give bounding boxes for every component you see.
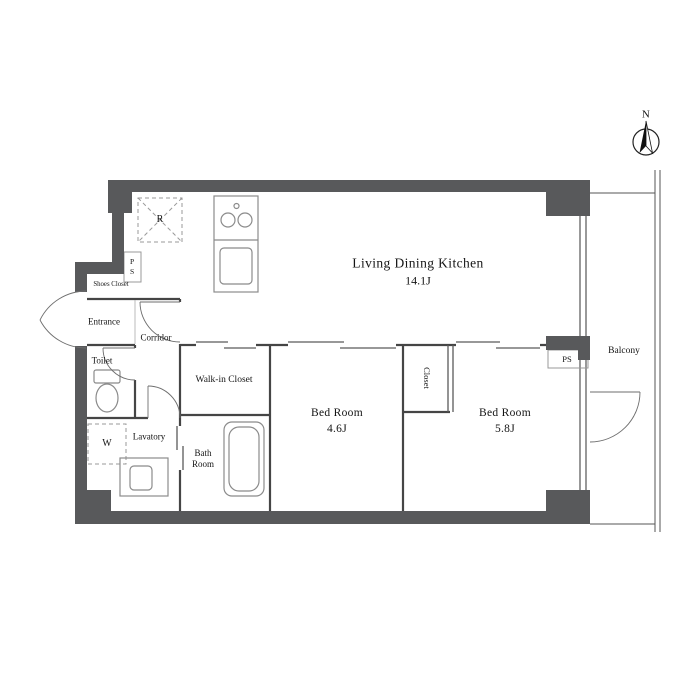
entrance-door-swing [39, 290, 87, 349]
closet-label: Closet [422, 367, 433, 389]
sink-icon [219, 247, 253, 285]
bathtub-fixture [223, 421, 265, 497]
lavatory-label: Lavatory [132, 431, 166, 442]
window-lines [579, 216, 587, 490]
refrigerator-label: R [156, 213, 164, 225]
washer-label: W [102, 437, 112, 449]
vanity-fixture [119, 457, 169, 497]
ldk-size-label: 14.1J [405, 273, 431, 288]
entrance-label: Entrance [88, 316, 120, 327]
sliding-door-lines [176, 341, 540, 470]
bedroom-a-label: Bed Room [311, 406, 363, 419]
kitchen-counter [213, 195, 259, 293]
ldk-label: Living Dining Kitchen [352, 255, 484, 271]
walk-in-closet-label: Walk-in Closet [195, 375, 253, 386]
lavatory-door-swing [147, 385, 181, 419]
bedroom-b-label-group: Bed Room 5.8J [479, 406, 531, 436]
balcony-door-swing [589, 391, 641, 443]
corridor-door-swing [139, 301, 181, 343]
toilet-label: Toilet [91, 355, 113, 366]
washing-machine-space [87, 423, 127, 465]
corridor-label: Corridor [140, 332, 172, 343]
shoes-closet-label: Shoes Closet [93, 280, 129, 288]
compass [632, 120, 660, 156]
bedroom-a-label-group: Bed Room 4.6J [311, 406, 363, 436]
bath-room-label: Bath Room [191, 448, 214, 469]
door-swings [39, 290, 641, 443]
ps-balcony-label: PS [562, 353, 572, 364]
north-arrow-icon [639, 121, 646, 153]
toilet-fixture [93, 369, 121, 413]
north-arrow-icon-outline [645, 120, 654, 155]
interior-walls [87, 297, 578, 511]
refrigerator-space [137, 197, 183, 243]
ps-entrance-label: PS [127, 257, 137, 277]
bedroom-a-size-label: 4.6J [326, 423, 348, 435]
balcony-rail [590, 170, 661, 532]
bedroom-b-size-label: 5.8J [494, 423, 516, 435]
exterior-walls [75, 180, 590, 524]
ldk-label-group: Living Dining Kitchen 14.1J [352, 255, 483, 288]
stove-icon [220, 202, 253, 228]
balcony-label: Balcony [608, 346, 640, 357]
bedroom-b-label: Bed Room [479, 406, 531, 419]
toilet-door-swing [102, 347, 136, 381]
north-label: N [641, 108, 651, 121]
